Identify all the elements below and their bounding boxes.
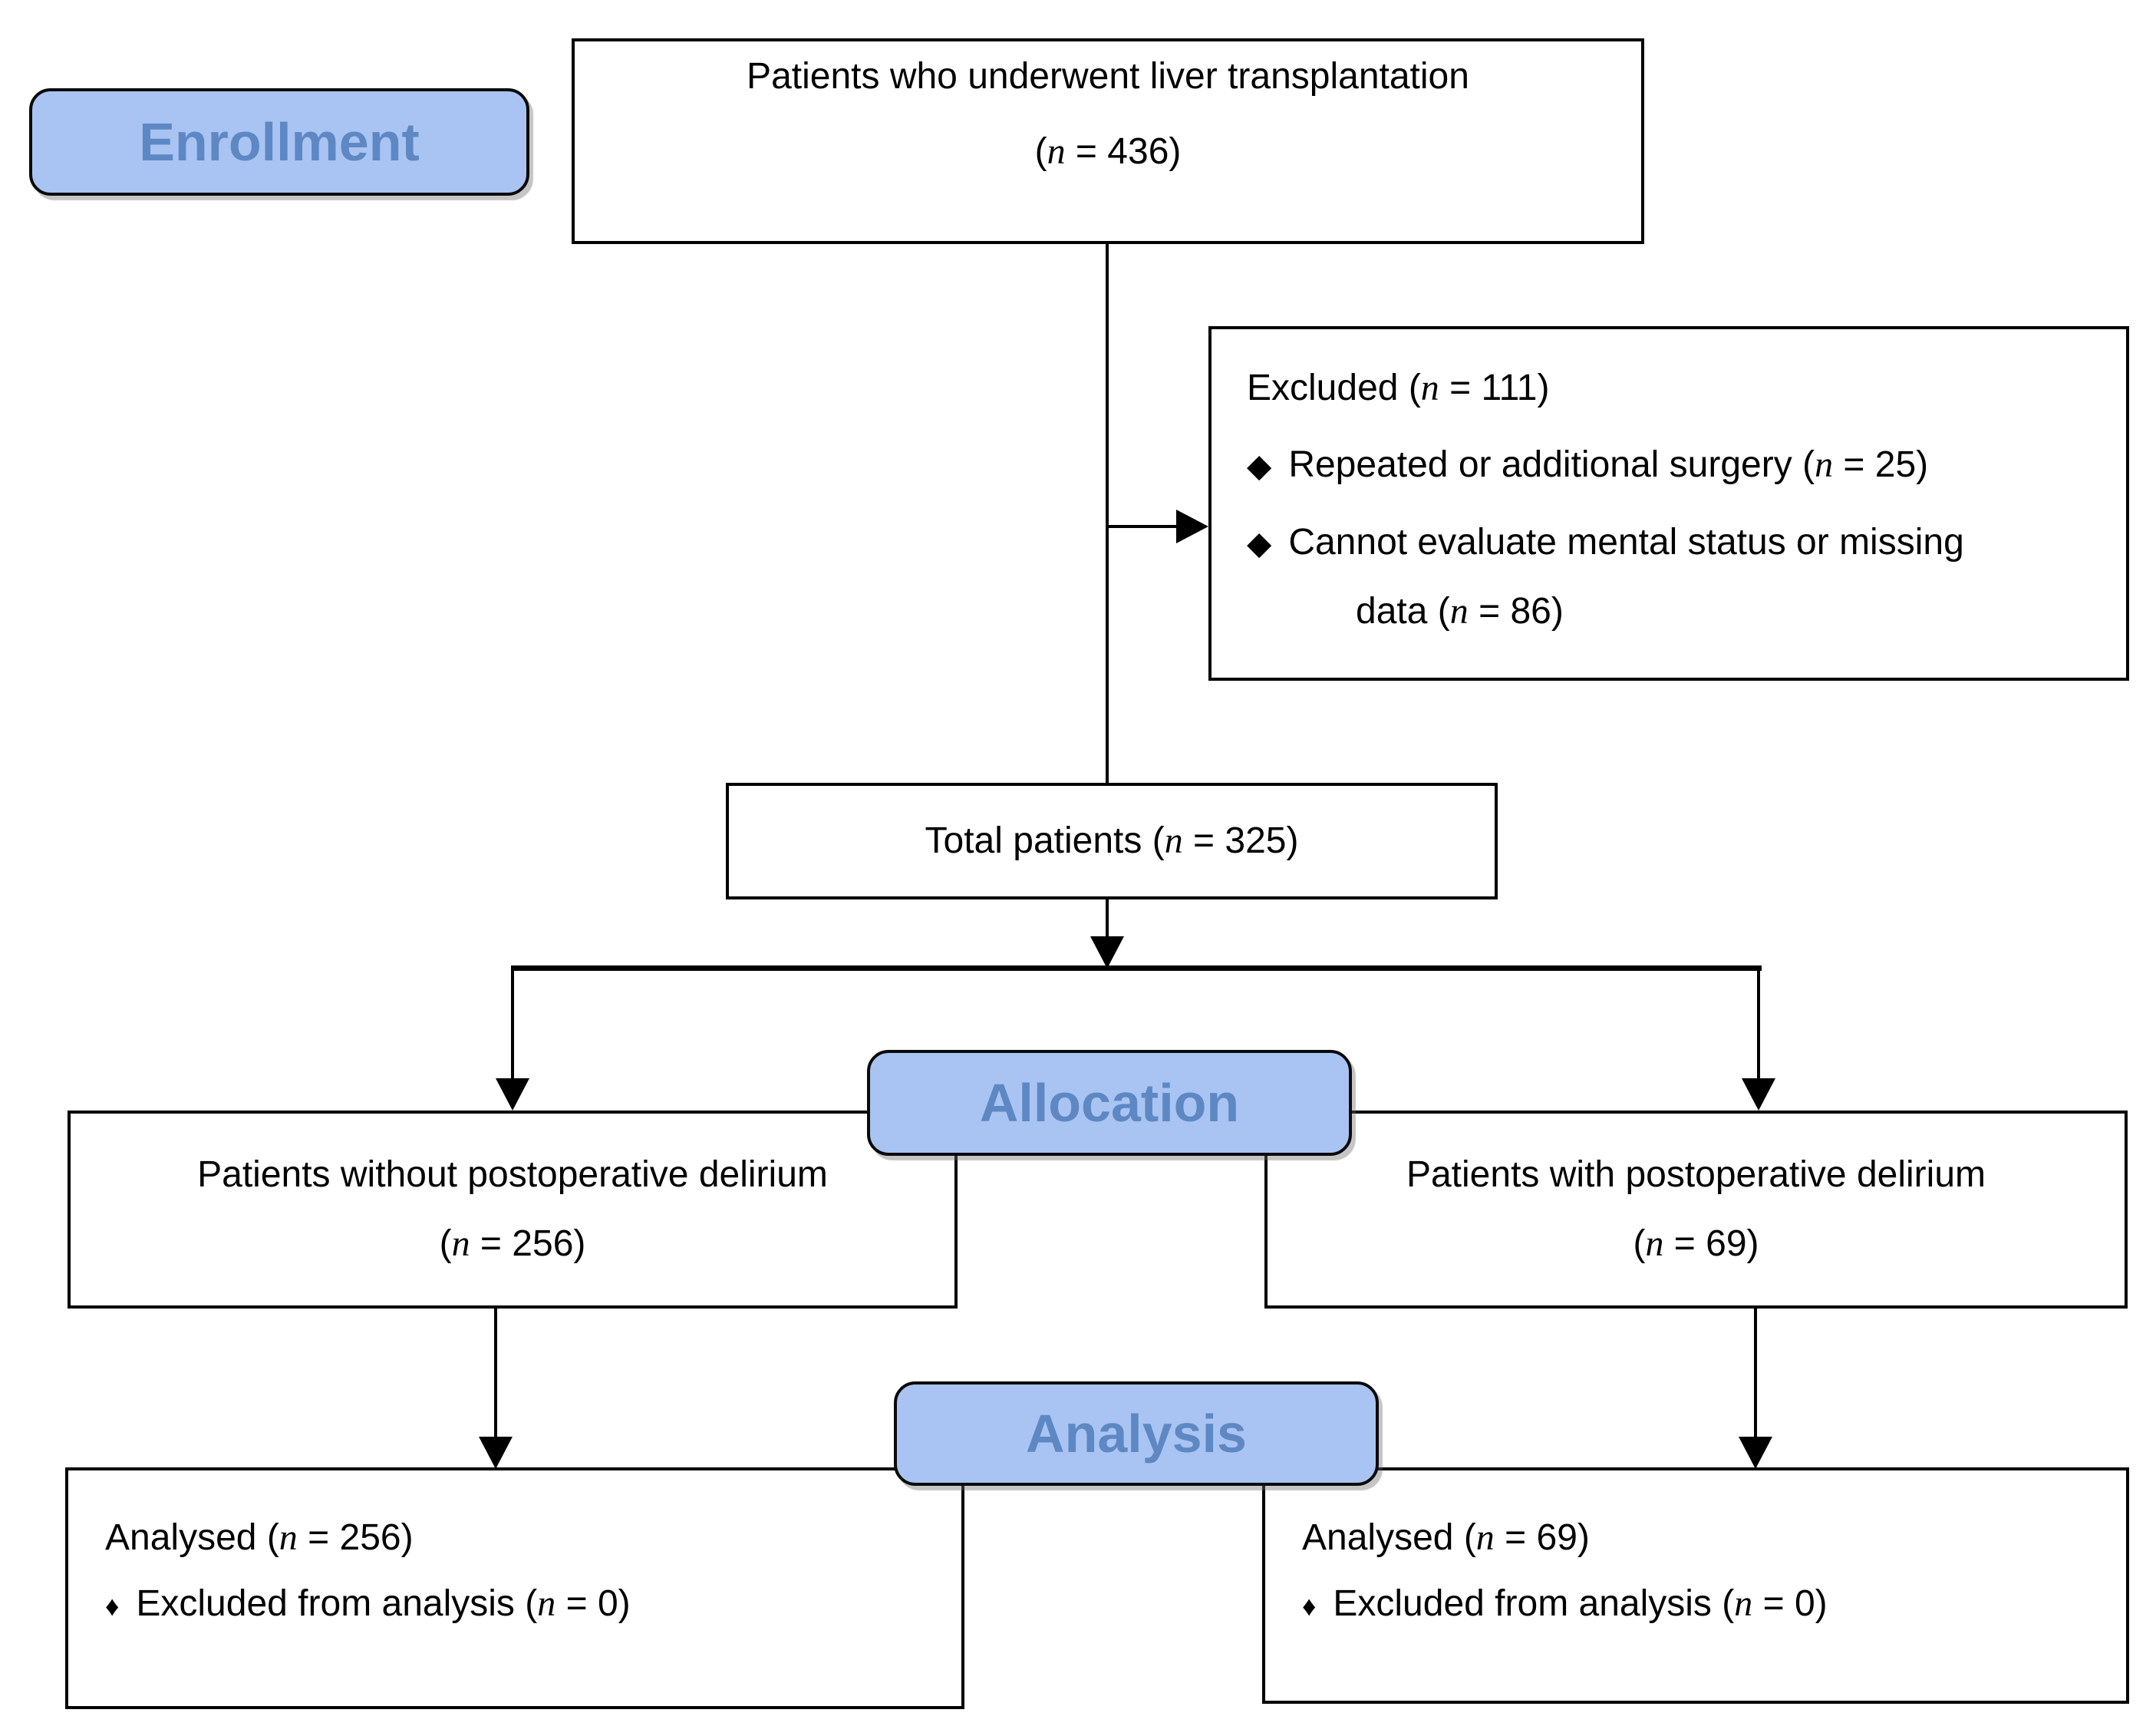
with-delirium-count: (n = 69) — [1633, 1223, 1759, 1264]
n-symbol: n — [1164, 820, 1183, 861]
stage-label-enrollment: Enrollment — [139, 112, 420, 172]
connector-to-excluded — [1107, 525, 1179, 528]
connector-alloc-right-to-analysis — [1754, 1309, 1757, 1442]
excluded-item-mental-status-wrap: data (n = 86) — [1356, 591, 1564, 632]
n-symbol: n — [1475, 1517, 1495, 1558]
enrolled-patients-count: (n = 436) — [1034, 131, 1182, 172]
n-symbol: n — [451, 1223, 470, 1264]
excluded-item-mental-status-text: Cannot evaluate mental status or missing — [1288, 521, 1964, 563]
arrowhead-alloc-right-icon — [1742, 1078, 1775, 1111]
stage-label-analysis: Analysis — [1026, 1404, 1247, 1464]
box-without-delirium: Patients without postoperative delirium … — [68, 1111, 958, 1309]
stage-pill-enrollment: Enrollment — [29, 88, 529, 196]
connector-branch-right — [1757, 965, 1760, 1082]
analysed-left-title: Analysed (n = 256) — [105, 1517, 414, 1558]
box-with-delirium: Patients with postoperative delirium (n … — [1264, 1111, 2128, 1309]
box-analysed-right: Analysed (n = 69) ♦ Excluded from analys… — [1262, 1467, 2129, 1704]
arrowhead-excluded-icon — [1176, 510, 1208, 543]
branch-horizontal-line — [511, 965, 1762, 971]
n-symbol: n — [1449, 591, 1469, 632]
connector-total-to-branch — [1106, 899, 1109, 939]
analysed-right-excluded-item: ♦ Excluded from analysis (n = 0) — [1302, 1581, 2098, 1627]
n-symbol: n — [1047, 131, 1066, 172]
analysed-left-excluded-item: ♦ Excluded from analysis (n = 0) — [105, 1581, 934, 1627]
analysed-right-excluded-text: Excluded from analysis (n = 0) — [1333, 1583, 1828, 1624]
stage-label-allocation: Allocation — [979, 1073, 1240, 1133]
n-symbol: n — [537, 1583, 556, 1624]
diamond-bullet-icon: ♦ — [105, 1590, 120, 1622]
n-symbol: n — [1815, 444, 1834, 486]
n-symbol: n — [279, 1517, 298, 1558]
arrowhead-analysis-right-icon — [1739, 1437, 1772, 1469]
connector-alloc-left-to-analysis — [494, 1309, 497, 1442]
connector-top-to-total — [1106, 243, 1109, 784]
arrowhead-alloc-left-icon — [496, 1078, 529, 1111]
arrowhead-analysis-left-icon — [479, 1437, 513, 1469]
enrolled-patients-text: Patients who underwent liver transplanta… — [747, 56, 1469, 97]
total-patients-text: Total patients (n = 325) — [925, 820, 1299, 861]
analysed-left-excluded-text: Excluded from analysis (n = 0) — [136, 1583, 631, 1624]
box-analysed-left: Analysed (n = 256) ♦ Excluded from analy… — [65, 1467, 964, 1709]
excluded-item-surgery: ◆ Repeated or additional surgery (n = 25… — [1247, 437, 2098, 493]
excluded-item-mental-status: ◆ Cannot evaluate mental status or missi… — [1247, 514, 2098, 571]
n-symbol: n — [1420, 368, 1439, 408]
connector-branch-left — [511, 965, 514, 1082]
without-delirium-count: (n = 256) — [439, 1223, 586, 1264]
box-total-patients: Total patients (n = 325) — [726, 783, 1498, 899]
diamond-bullet-icon: ◆ — [1247, 524, 1272, 561]
with-delirium-text: Patients with postoperative delirium — [1406, 1154, 1986, 1195]
arrowhead-branch-icon — [1090, 936, 1124, 969]
analysed-right-title: Analysed (n = 69) — [1302, 1517, 1590, 1558]
diamond-bullet-icon: ◆ — [1247, 447, 1272, 484]
box-enrolled-patients: Patients who underwent liver transplanta… — [572, 38, 1644, 244]
excluded-item-surgery-text: Repeated or additional surgery (n = 25) — [1288, 444, 1929, 486]
stage-pill-analysis: Analysis — [894, 1381, 1379, 1486]
n-symbol: n — [1734, 1583, 1753, 1624]
excluded-title: Excluded (n = 111) — [1247, 368, 1550, 408]
box-excluded: Excluded (n = 111) ◆ Repeated or additio… — [1208, 326, 2129, 681]
without-delirium-text: Patients without postoperative delirium — [197, 1154, 828, 1195]
n-symbol: n — [1645, 1223, 1664, 1264]
stage-pill-allocation: Allocation — [867, 1050, 1352, 1156]
diamond-bullet-icon: ♦ — [1302, 1590, 1317, 1622]
